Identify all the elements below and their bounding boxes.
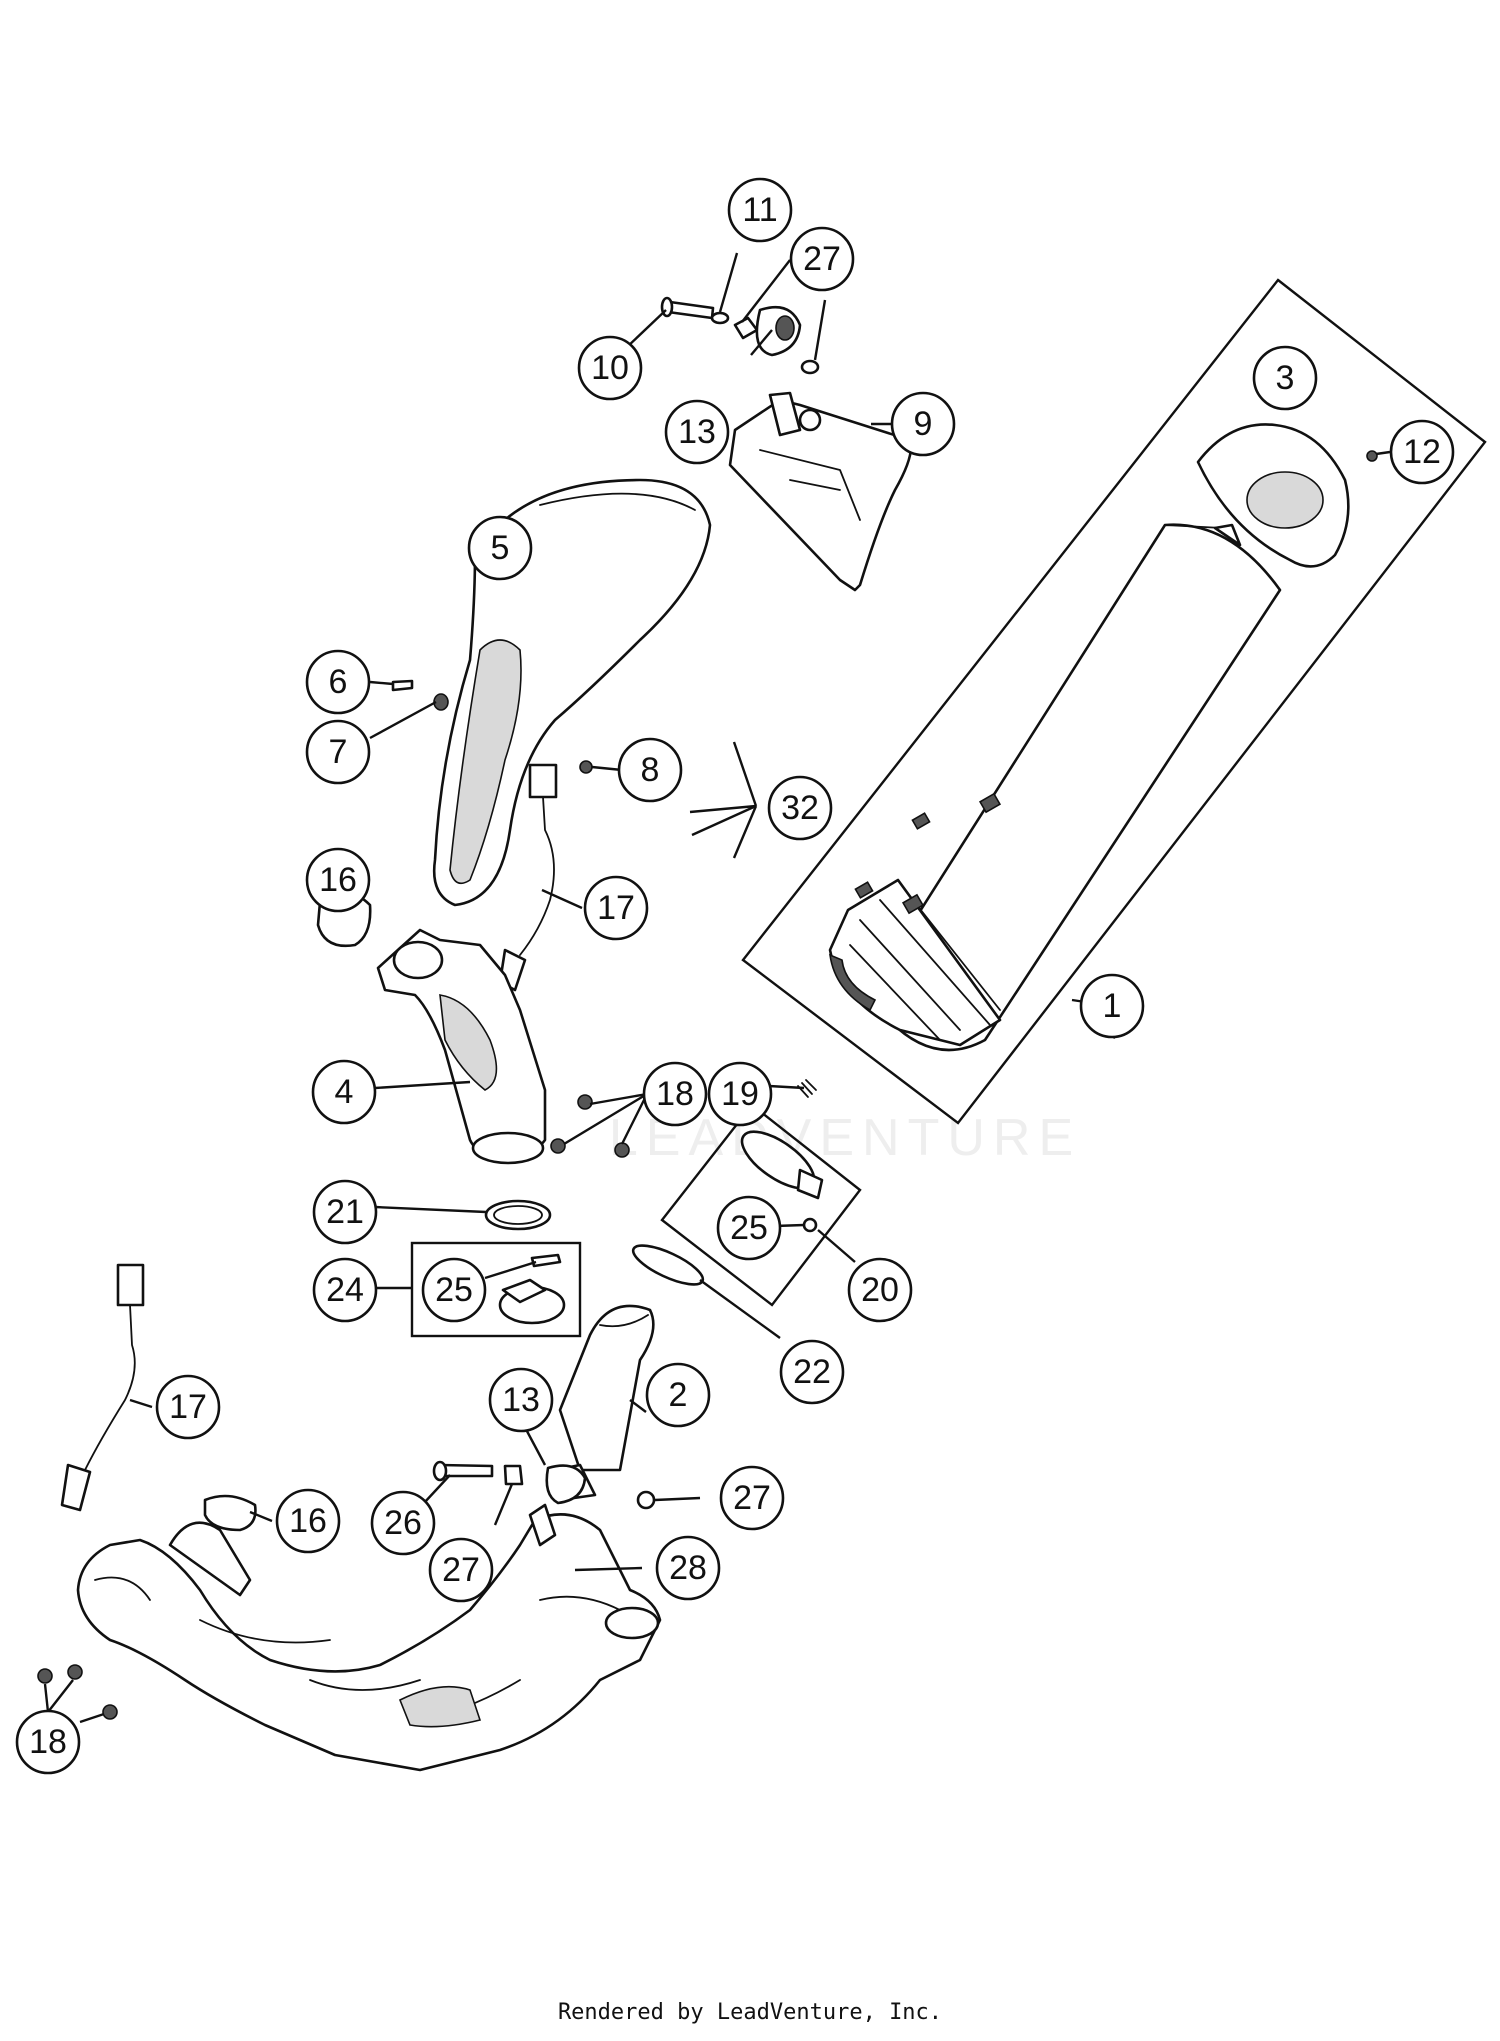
svg-text:16: 16 [289, 1502, 327, 1540]
clamp-kit-24 [410, 1241, 582, 1338]
svg-text:17: 17 [169, 1388, 207, 1426]
callout-27-lower-right: 27 [719, 1465, 785, 1531]
rubber-mount [545, 1464, 587, 1505]
callout-28: 28 [655, 1535, 721, 1601]
callout-5: 5 [467, 515, 533, 581]
bushing [636, 1490, 656, 1510]
callout-19: 19 [707, 1061, 773, 1127]
svg-text:32: 32 [781, 789, 819, 827]
callout-20: 20 [847, 1257, 913, 1323]
callout-1: 1 [1079, 973, 1145, 1039]
callout-22: 22 [779, 1339, 845, 1405]
callout-10: 10 [577, 335, 643, 401]
svg-text:5: 5 [491, 529, 510, 567]
svg-text:16: 16 [319, 861, 357, 899]
muffler-assembly [741, 278, 1487, 1125]
bolt-head [432, 1460, 448, 1482]
gasket [203, 1494, 257, 1532]
svg-text:8: 8 [641, 751, 660, 789]
callout-13-lower: 13 [488, 1367, 554, 1433]
svg-text:18: 18 [29, 1723, 67, 1761]
callout-26: 26 [370, 1490, 436, 1556]
callout-25-kit20: 25 [716, 1195, 782, 1261]
callout-21: 21 [312, 1179, 378, 1245]
svg-text:27: 27 [442, 1551, 480, 1589]
callout-17-upper: 17 [583, 875, 649, 941]
o2-sensor-upper [498, 763, 558, 992]
svg-text:20: 20 [861, 1271, 899, 1309]
callout-4: 4 [311, 1059, 377, 1125]
nut [67, 1664, 83, 1680]
callout-12: 12 [1389, 419, 1455, 485]
bushing [503, 1464, 524, 1486]
svg-text:11: 11 [742, 191, 777, 229]
callout-13-upper: 13 [664, 399, 730, 465]
footer-credit: Rendered by LeadVenture, Inc. [557, 2000, 943, 2025]
svg-text:3: 3 [1276, 359, 1295, 397]
callout-25-kit24: 25 [421, 1257, 487, 1323]
nut [614, 1142, 630, 1158]
callout-11: 11 [727, 177, 793, 243]
seal-ring-inner [493, 1205, 543, 1225]
svg-text:12: 12 [1403, 433, 1441, 471]
svg-text:21: 21 [326, 1193, 364, 1231]
leader-lines [43, 252, 1391, 1724]
callout-27-upper: 27 [789, 226, 855, 292]
heat-shield [432, 478, 712, 907]
callout-7: 7 [305, 719, 371, 785]
svg-text:4: 4 [335, 1073, 354, 1111]
nut [550, 1138, 566, 1154]
nut [433, 693, 449, 711]
callout-32: 32 [767, 775, 833, 841]
screw [391, 679, 414, 692]
svg-text:27: 27 [803, 240, 841, 278]
svg-text:25: 25 [730, 1209, 768, 1247]
svg-text:18: 18 [656, 1075, 694, 1113]
svg-text:1: 1 [1103, 987, 1122, 1025]
callout-24: 24 [312, 1257, 378, 1323]
svg-text:24: 24 [326, 1271, 364, 1309]
o2-sensor-lower [60, 1263, 145, 1512]
svg-text:27: 27 [733, 1479, 771, 1517]
svg-text:17: 17 [597, 889, 635, 927]
svg-text:10: 10 [591, 349, 629, 387]
bolt [438, 1463, 494, 1478]
callout-18-upper: 18 [642, 1061, 708, 1127]
svg-text:25: 25 [435, 1271, 473, 1309]
svg-text:6: 6 [329, 663, 348, 701]
nut [577, 1094, 593, 1110]
svg-text:2: 2 [669, 1376, 688, 1414]
svg-text:28: 28 [669, 1549, 707, 1587]
nut [37, 1668, 53, 1684]
mount-hardware [660, 296, 820, 375]
callout-3: 3 [1252, 345, 1318, 411]
callout-16-upper: 16 [305, 847, 371, 913]
svg-text:13: 13 [678, 413, 716, 451]
callout-6: 6 [305, 649, 371, 715]
callout-27-lower-left: 27 [428, 1537, 494, 1603]
svg-text:22: 22 [793, 1353, 831, 1391]
svg-text:26: 26 [384, 1504, 422, 1542]
callout-2: 2 [645, 1362, 711, 1428]
callout-16-lower: 16 [275, 1488, 341, 1554]
nut [579, 760, 593, 774]
clamp-kit-20 [660, 1103, 862, 1307]
svg-text:13: 13 [502, 1381, 540, 1419]
callout-17-lower: 17 [155, 1374, 221, 1440]
svg-text:9: 9 [914, 405, 933, 443]
nut [102, 1704, 118, 1720]
callout-8: 8 [617, 737, 683, 803]
svg-text:19: 19 [721, 1075, 759, 1113]
svg-text:7: 7 [329, 733, 348, 771]
callout-18-lower: 18 [15, 1709, 81, 1775]
header-pipe [376, 928, 547, 1165]
callout-9: 9 [890, 391, 956, 457]
collector-pipe [76, 1503, 662, 1772]
bracket [728, 391, 913, 592]
